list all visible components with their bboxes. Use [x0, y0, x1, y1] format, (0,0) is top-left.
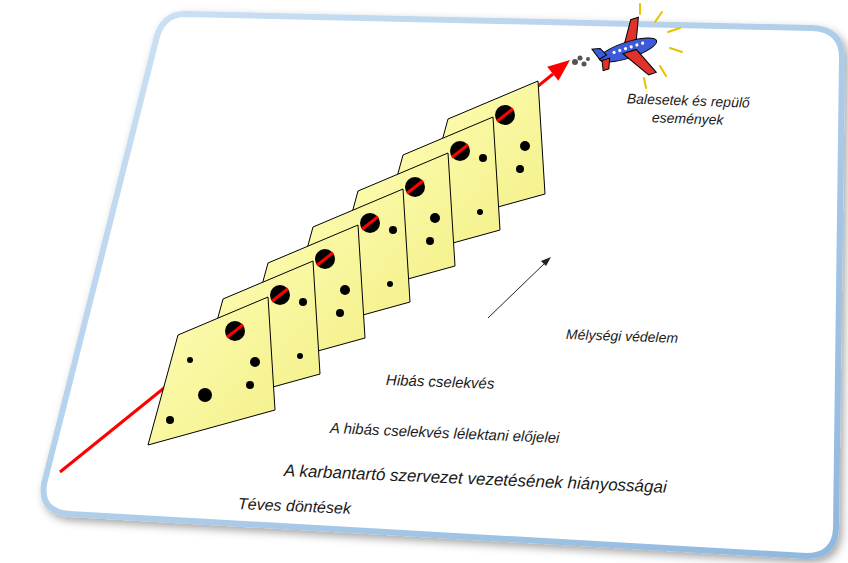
trajectory-arrowhead [547, 60, 570, 81]
depth-arrow [488, 257, 551, 318]
airplane [572, 4, 682, 89]
outcome-label: Balesetek és repülő események [617, 90, 758, 130]
layer-label: Mélységi védelem [566, 326, 679, 347]
layer-label: Hibás cselekvés [386, 371, 495, 394]
layer-label: A hibás cselekvés lélektani előjelei [330, 419, 560, 448]
layer-label: Téves döntések [238, 494, 352, 519]
cheese-slices [148, 81, 545, 445]
layer-label: A karbantartó szervezet vezetésének hián… [284, 460, 668, 498]
trajectory-line [60, 74, 553, 472]
background-card [44, 14, 842, 556]
cheese-slice [148, 297, 275, 445]
